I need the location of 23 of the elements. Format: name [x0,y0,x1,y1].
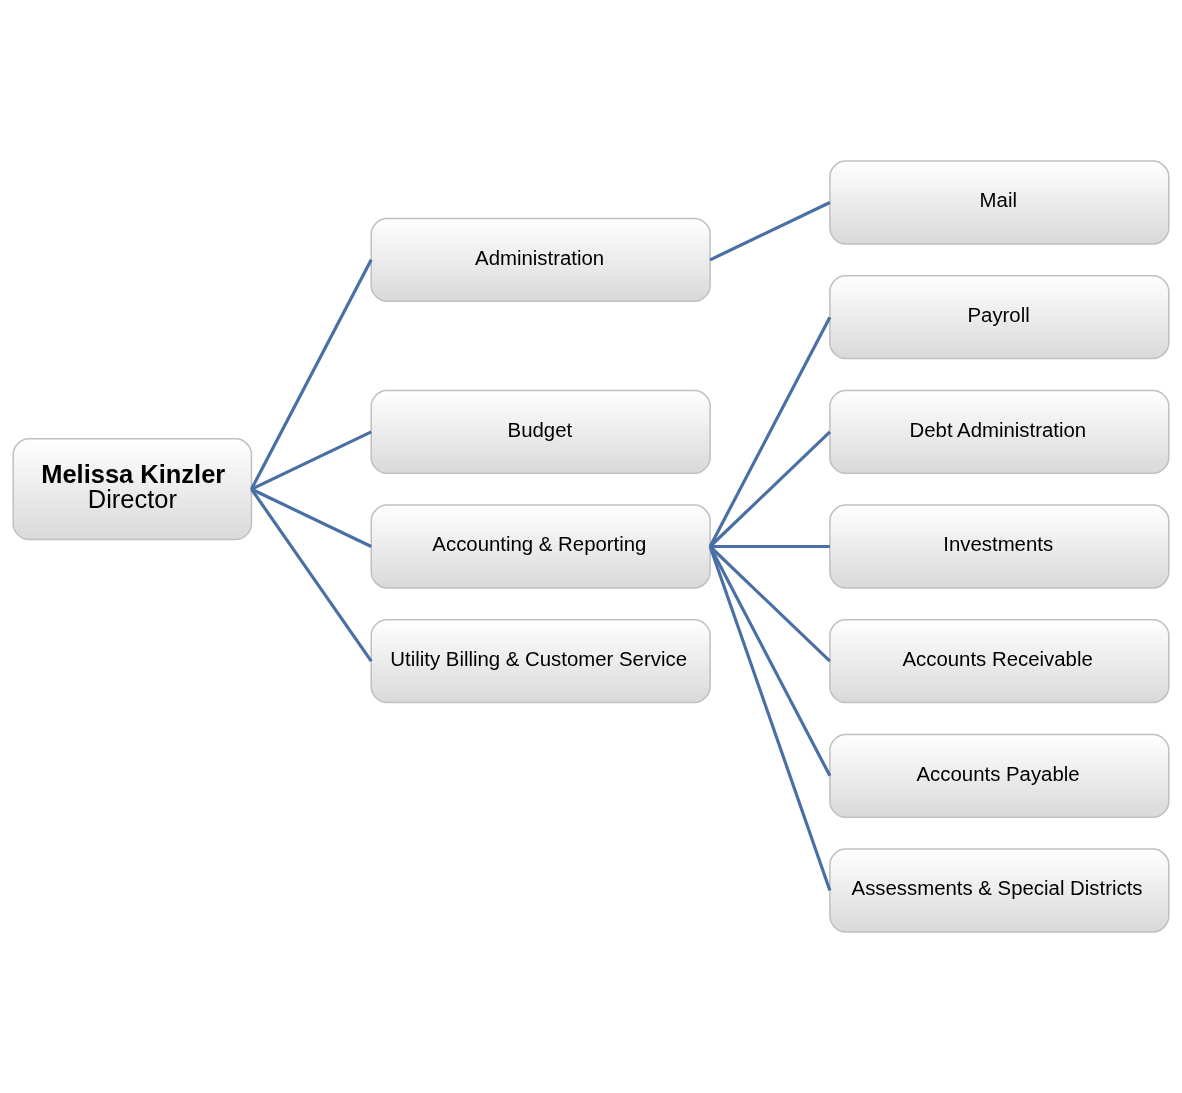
connector [709,545,831,663]
node-box: Assessments & Special Districts [829,848,1170,933]
connector [250,259,373,490]
node-box: Utility Billing & Customer Service [370,619,711,704]
connector [708,316,832,548]
node-box: Budget [370,389,711,474]
node-box: Accounts Receivable [829,619,1170,704]
connector [708,545,832,777]
node-box: Melissa Kinzler Director [12,438,253,541]
connector [709,201,831,262]
connector [708,545,832,892]
node-box: Administration [370,217,711,302]
connector [710,544,830,549]
connector [250,488,373,663]
node-box: Accounting & Reporting [370,504,711,589]
node-box: Payroll [829,275,1170,360]
connector [250,487,372,548]
connector [709,430,831,548]
node-box: Mail [829,160,1170,245]
node-box: Investments [829,504,1170,589]
connector [250,430,372,491]
node-box: Debt Administration [829,389,1170,474]
node-box: Accounts Payable [829,733,1170,818]
